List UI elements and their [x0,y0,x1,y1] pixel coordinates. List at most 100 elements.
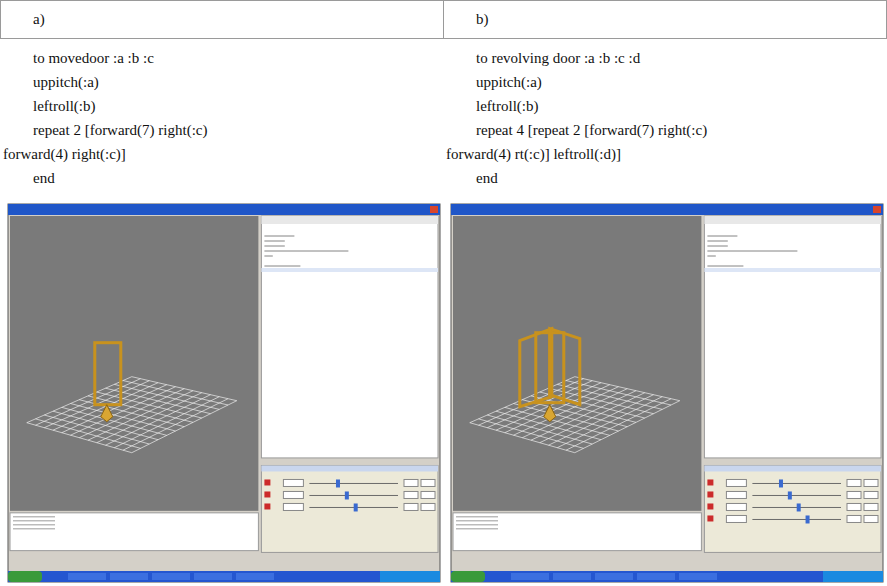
taskbar [8,571,440,582]
param-field [283,491,303,498]
title-bar [8,204,440,215]
editor-tabs [261,216,438,224]
param-field [404,491,418,498]
code-line: to revolving door :a :b :c :d [476,49,640,67]
code-line: forward(4) right(:c)] [3,145,126,163]
code-line: uppitch(:a) [476,73,542,91]
param-slider [752,519,841,520]
param-slider [309,483,398,484]
param-field [283,479,303,486]
log-pane [10,513,258,551]
viewport [453,216,701,511]
slider-thumb [806,515,810,523]
param-field [864,503,878,510]
param-icon [264,503,270,509]
turtle [544,405,556,422]
taskbar-item [152,573,190,580]
param-slider [752,495,841,496]
editor-lines [264,236,348,266]
header-row [1,1,887,39]
close-button [430,206,438,213]
param-icon [264,491,270,497]
code-line: end [33,169,55,187]
param-field [864,479,878,486]
slider-thumb [788,491,792,499]
slider-thumb [354,503,358,511]
param-field [847,479,861,486]
system-tray [823,571,883,582]
editor-cursor-line [704,268,881,272]
param-field [404,479,418,486]
ground-grid [470,377,680,453]
slider-thumb [336,479,340,487]
param-field [283,503,303,510]
param-field [847,503,861,510]
viewport [10,216,258,511]
param-field [421,503,435,510]
param-field [404,503,418,510]
param-slider [309,495,398,496]
editor-lines [707,236,797,266]
close-button [873,206,881,213]
taskbar-item [110,573,148,580]
title-bar [451,204,883,215]
code-line: forward(4) rt(:c)] leftroll(:d)] [446,145,621,163]
code-line: leftroll(:b) [33,97,95,115]
param-field [847,515,861,522]
system-tray [380,571,440,582]
parameter-panel [261,465,438,552]
parameter-header [704,465,881,471]
column-label: a) [33,10,45,28]
door-model [520,329,580,407]
param-field [421,491,435,498]
param-icon [707,479,713,485]
window-frame [451,204,883,582]
code-line: end [476,169,498,187]
param-field [726,503,746,510]
start-button [451,571,485,582]
slider-thumb [797,503,801,511]
taskbar-item [595,573,633,580]
log-lines [13,517,55,529]
code-line: uppitch(:a) [33,73,99,91]
door-model [95,343,121,405]
param-field [726,515,746,522]
editor-cursor-line [261,268,438,272]
slider-thumb [779,479,783,487]
log-lines [456,517,498,529]
window-frame [8,204,440,582]
turtle [101,405,113,422]
table-lines [1,0,887,39]
taskbar [451,571,883,582]
param-slider [752,483,841,484]
screenshot-revolving-door [451,204,883,582]
start-button [8,571,42,582]
log-pane [453,513,701,551]
taskbar-item [236,573,274,580]
parameter-header [261,465,438,471]
column-label: b) [476,10,489,28]
taskbar-item [194,573,232,580]
taskbar-item [637,573,675,580]
logo-editor [261,216,438,458]
param-icon [707,503,713,509]
code-line: repeat 2 [forward(7) right(:c) [33,121,208,139]
taskbar-item [68,573,106,580]
param-field [726,491,746,498]
taskbar-item [511,573,549,580]
logo-editor [704,216,881,458]
param-field [864,515,878,522]
slider-thumb [345,491,349,499]
param-icon [707,515,713,521]
code-line: repeat 4 [repeat 2 [forward(7) right(:c) [476,121,707,139]
code-line: to movedoor :a :b :c [33,49,154,67]
param-icon [707,491,713,497]
code-line: leftroll(:b) [476,97,538,115]
taskbar-item [553,573,591,580]
param-field [726,479,746,486]
param-field [864,491,878,498]
param-icon [264,479,270,485]
ground-grid [27,377,237,453]
